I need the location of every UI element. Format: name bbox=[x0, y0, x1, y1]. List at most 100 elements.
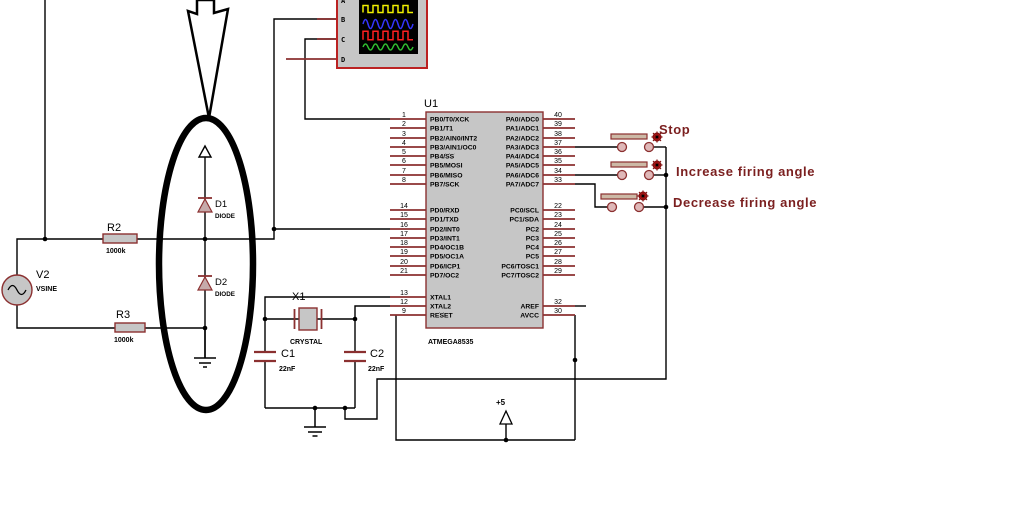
scope-channel-a-label: A bbox=[341, 0, 346, 5]
oscilloscope[interactable]: A B C D bbox=[286, 0, 428, 69]
pin-number: 21 bbox=[400, 268, 408, 275]
x1-value-label: CRYSTAL bbox=[290, 339, 323, 346]
pin-label: PA5/ADC5 bbox=[506, 163, 539, 170]
pin-label: PB0/T0/XCK bbox=[430, 117, 469, 124]
pin-label: PC0/SCL bbox=[510, 208, 539, 215]
wire-xtal2 bbox=[354, 305, 390, 319]
power-arrow-icon bbox=[498, 409, 514, 425]
sine-icon bbox=[7, 284, 27, 296]
waveform-channel-a bbox=[362, 4, 413, 14]
pin-number: 29 bbox=[554, 268, 562, 275]
pin-label: PC4 bbox=[526, 245, 539, 252]
pin-number: 20 bbox=[400, 259, 408, 266]
pin-label: PD6/ICP1 bbox=[430, 264, 460, 271]
junction-dot bbox=[663, 172, 669, 178]
pin-number: 35 bbox=[554, 158, 562, 165]
sine-source-v2[interactable] bbox=[1, 274, 33, 306]
pin-label: AREF bbox=[520, 304, 539, 311]
button-actuator-icon[interactable] bbox=[637, 190, 649, 202]
d2-ref-label: D2 bbox=[215, 277, 227, 288]
button-label: Decrease firing angle bbox=[673, 195, 817, 210]
wire-scope-b-to-diode-junction bbox=[205, 18, 337, 240]
pin-label: PB6/MISO bbox=[430, 173, 462, 180]
pin-number: 19 bbox=[400, 249, 408, 256]
scope-waveforms bbox=[362, 4, 414, 51]
mcu-pins: 1PB0/T0/XCK2PB1/T13PB2/AIN0/INT24PB3/AIN… bbox=[390, 112, 575, 320]
pin-label: PB4/SS bbox=[430, 154, 455, 161]
button-actuator-icon[interactable] bbox=[651, 131, 663, 143]
pin-label: PC3 bbox=[526, 236, 539, 243]
capacitor-c1[interactable] bbox=[254, 350, 276, 363]
button-terminal bbox=[606, 201, 618, 213]
diode-d1[interactable] bbox=[196, 197, 214, 213]
pin-label: PD5/OC1A bbox=[430, 254, 464, 261]
diode-triangle bbox=[196, 275, 214, 291]
pin-number: 18 bbox=[400, 240, 408, 247]
pin-label: XTAL1 bbox=[430, 295, 451, 302]
pin-number: 32 bbox=[554, 299, 562, 306]
scope-channel-b-label: B bbox=[341, 16, 345, 24]
pin-number: 24 bbox=[554, 222, 562, 229]
scope-pin-stubs bbox=[286, 18, 337, 60]
pin-label: PB1/T1 bbox=[430, 126, 453, 133]
junction-dot bbox=[202, 325, 208, 331]
wire-reset-to-vcc-rail bbox=[395, 315, 575, 441]
pin-label: PC1/SDA bbox=[510, 217, 540, 224]
junction-dot bbox=[271, 226, 277, 232]
pin-number: 8 bbox=[402, 177, 406, 184]
resistor-r3[interactable] bbox=[114, 322, 146, 333]
wire-button-common-to-ground bbox=[344, 147, 667, 420]
up-arrow-icon bbox=[197, 144, 213, 158]
junction-dot bbox=[312, 405, 318, 411]
pin-number: 28 bbox=[554, 259, 562, 266]
junction-dot bbox=[342, 405, 348, 411]
button-actuator-icon[interactable] bbox=[651, 159, 663, 171]
r2-value-label: 1000k bbox=[106, 248, 126, 255]
pin-number: 5 bbox=[402, 149, 406, 156]
capacitor-c2[interactable] bbox=[344, 350, 366, 363]
pin-number: 23 bbox=[554, 212, 562, 219]
pin-label: RESET bbox=[430, 313, 454, 320]
pin-label: PA7/ADC7 bbox=[506, 182, 539, 189]
x1-ref-label: X1 bbox=[292, 291, 305, 303]
pin-label: PD3/INT1 bbox=[430, 236, 460, 243]
button-terminal bbox=[616, 169, 628, 181]
pin-label: PD1/TXD bbox=[430, 217, 459, 224]
wire-pa7-to-btn3 bbox=[575, 183, 608, 208]
pin-number: 38 bbox=[554, 131, 562, 138]
pin-label: PA2/ADC2 bbox=[506, 136, 539, 143]
pin-label: PD0/RXD bbox=[430, 208, 460, 215]
pin-number: 40 bbox=[554, 112, 562, 119]
pin-number: 33 bbox=[554, 177, 562, 184]
pin-label: PA1/ADC1 bbox=[506, 126, 539, 133]
button-terminal bbox=[633, 201, 645, 213]
pin-number: 36 bbox=[554, 149, 562, 156]
junction-dot bbox=[202, 236, 208, 242]
push-button-increase-firing-angle[interactable]: Increase firing angle bbox=[610, 159, 815, 181]
pin-number: 1 bbox=[402, 112, 406, 119]
button-plate bbox=[610, 133, 648, 140]
pin-number: 9 bbox=[402, 308, 406, 315]
r3-ref-label: R3 bbox=[116, 309, 130, 321]
resistor-r2[interactable] bbox=[102, 233, 138, 244]
diode-d2[interactable] bbox=[196, 275, 214, 291]
scope-channel-c-label: C bbox=[341, 36, 345, 44]
junction-dot bbox=[352, 316, 358, 322]
wire-xtal1 bbox=[264, 296, 390, 319]
push-button-decrease-firing-angle[interactable]: Decrease firing angle bbox=[600, 190, 817, 213]
labels: U1 ATMEGA8535 V2 VSINE R2 1000k R3 1000k… bbox=[36, 98, 506, 407]
mcu-atmega8535[interactable] bbox=[425, 111, 544, 329]
crystal-x1[interactable] bbox=[293, 307, 323, 331]
highlight-ellipse-annotation bbox=[155, 114, 257, 414]
v2-ref-label: V2 bbox=[36, 269, 49, 281]
pin-number: 22 bbox=[554, 203, 562, 210]
pin-label: PD2/INT0 bbox=[430, 227, 460, 234]
pin-label: PC2 bbox=[526, 227, 539, 234]
pin-label: PB3/AIN1/OC0 bbox=[430, 145, 477, 152]
v2-value-label: VSINE bbox=[36, 286, 57, 293]
push-button-stop[interactable]: Stop bbox=[610, 122, 690, 153]
mcu-ref-label: U1 bbox=[424, 98, 438, 110]
junction-dot bbox=[42, 236, 48, 242]
